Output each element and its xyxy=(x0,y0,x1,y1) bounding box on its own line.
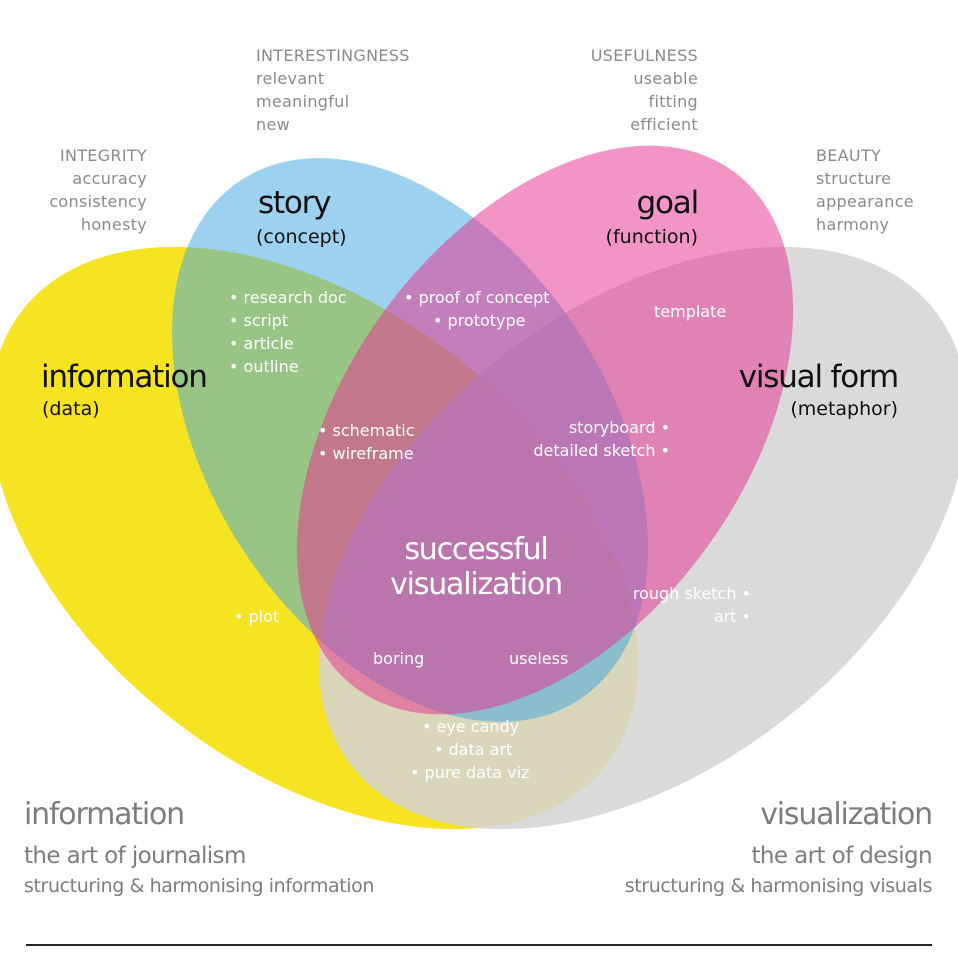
footer-right-title: visualization xyxy=(760,797,933,832)
list-item: • data art xyxy=(434,740,513,759)
criteria-item: consistency xyxy=(49,192,147,211)
story-goal-items: • proof of concept • prototype xyxy=(404,286,550,332)
information-label: information xyxy=(41,359,208,395)
beauty-criteria: BEAUTY structure appearance harmony xyxy=(816,144,914,236)
visual-form-label: visual form xyxy=(738,359,900,395)
criteria-item: honesty xyxy=(80,215,147,234)
list-item: • schematic xyxy=(318,421,415,440)
list-item: rough sketch • xyxy=(632,584,751,603)
integrity-criteria: INTEGRITY accuracy consistency honesty xyxy=(49,144,147,236)
list-item: • pure data viz xyxy=(410,763,530,782)
criteria-heading: INTERESTINGNESS xyxy=(256,46,410,65)
footer-right-tagline: structuring & harmonising visuals xyxy=(624,875,933,897)
center-line: successful xyxy=(404,532,548,567)
list-item: • prototype xyxy=(433,311,526,330)
list-item: • research doc xyxy=(229,288,347,307)
list-item: • proof of concept xyxy=(404,288,550,307)
usefulness-criteria: USEFULNESS useable fitting efficient xyxy=(591,44,698,136)
criteria-heading: USEFULNESS xyxy=(590,46,698,65)
criteria-item: accuracy xyxy=(72,169,147,188)
list-item: • article xyxy=(229,334,294,353)
center-label: successful visualization xyxy=(376,532,576,602)
criteria-item: new xyxy=(256,115,290,134)
useless-item: useless xyxy=(509,649,569,668)
goal-visual-item: template xyxy=(654,302,727,321)
criteria-item: structure xyxy=(816,169,892,188)
criteria-item: harmony xyxy=(816,215,890,234)
interestingness-criteria: INTERESTINGNESS relevant meaningful new xyxy=(256,44,410,136)
story-information-items: • research doc • script • article • outl… xyxy=(229,286,347,378)
story-goal-information-items: • schematic • wireframe xyxy=(318,419,415,465)
footer-right-subtitle: the art of design xyxy=(751,843,932,869)
criteria-item: relevant xyxy=(256,69,325,88)
story-visual-items: rough sketch • art • xyxy=(633,582,751,628)
story-label: story xyxy=(258,185,332,221)
list-item: • eye candy xyxy=(422,717,520,736)
list-item: storyboard • xyxy=(568,418,670,437)
boring-item: boring xyxy=(373,649,425,668)
footer-left-subtitle: the art of journalism xyxy=(24,843,246,869)
criteria-item: useable xyxy=(633,69,698,88)
list-item: • outline xyxy=(229,357,299,376)
plot-item: • plot xyxy=(234,607,280,626)
list-item: • wireframe xyxy=(318,444,414,463)
visual-form-sublabel: (metaphor) xyxy=(790,398,898,420)
information-visual-items: • eye candy • data art • pure data viz xyxy=(410,715,529,784)
list-item: art • xyxy=(713,607,751,626)
goal-label: goal xyxy=(636,185,700,221)
center-line: visualization xyxy=(390,567,563,602)
ellipse-goal xyxy=(296,145,794,715)
criteria-heading: BEAUTY xyxy=(816,146,882,165)
criteria-heading: INTEGRITY xyxy=(59,146,147,165)
list-item: • script xyxy=(229,311,289,330)
criteria-item: fitting xyxy=(648,92,698,111)
list-item: detailed sketch • xyxy=(533,441,670,460)
footer-left-tagline: structuring & harmonising information xyxy=(24,875,375,897)
information-sublabel: (data) xyxy=(42,398,100,420)
goal-sublabel: (function) xyxy=(605,226,698,248)
criteria-item: appearance xyxy=(816,192,914,211)
footer-left-title: information xyxy=(24,797,185,832)
story-goal-visual-items: storyboard • detailed sketch • xyxy=(533,416,670,462)
criteria-item: meaningful xyxy=(256,92,350,111)
criteria-item: efficient xyxy=(630,115,698,134)
story-sublabel: (concept) xyxy=(256,226,347,248)
